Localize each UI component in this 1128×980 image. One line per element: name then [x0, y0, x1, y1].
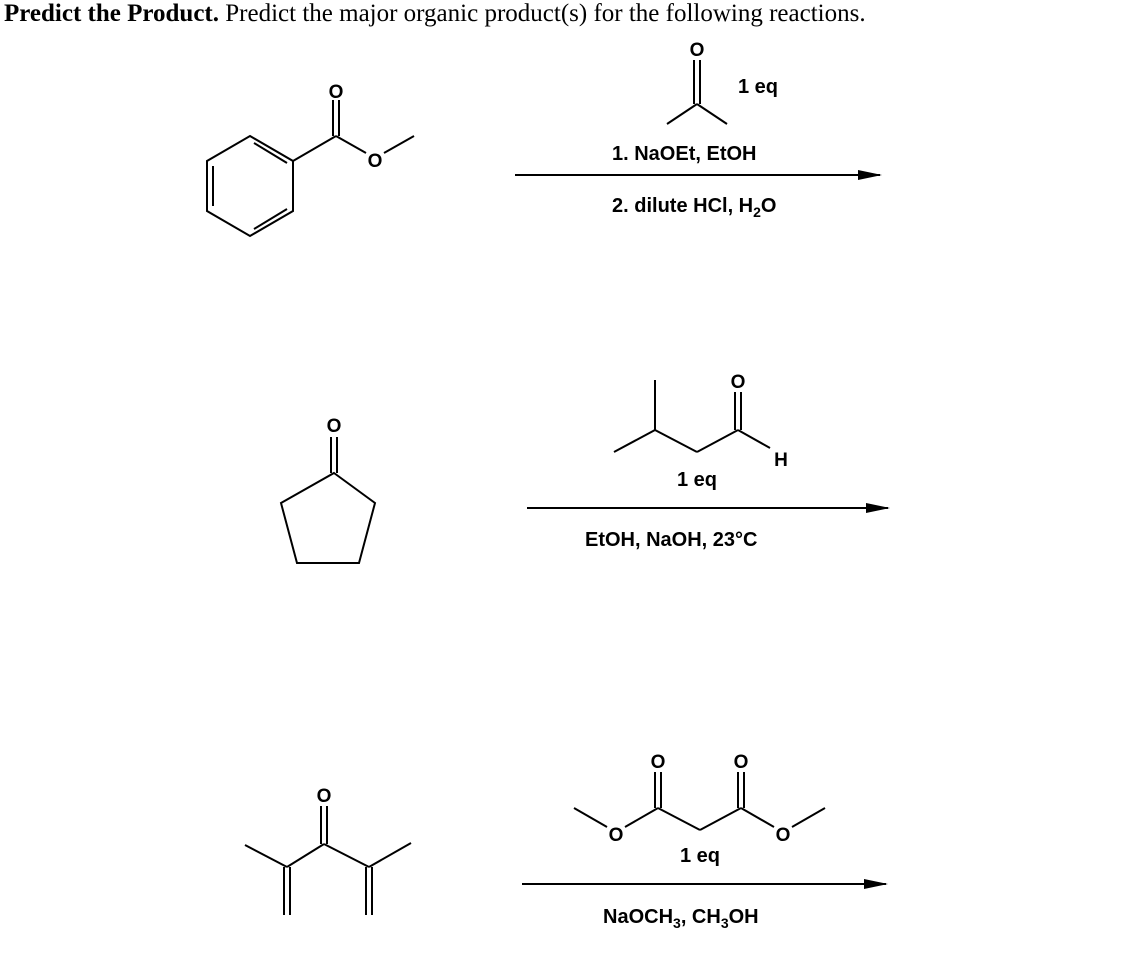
malonate-oxygen-2-label: O [734, 752, 749, 773]
ester-oxygen-label: O [368, 151, 383, 172]
reaction1-step2: 2. dilute HCl, H2O [612, 195, 776, 220]
aldehyde-oxygen-label: O [731, 372, 746, 393]
substrate-cyclopentanone: O [279, 416, 377, 564]
heading-text: Predict the major organic product(s) for… [219, 0, 866, 27]
malonate-ester-oxygen-2-label: O [776, 825, 791, 846]
malonate-oxygen-1-label: O [651, 752, 666, 773]
aldehyde-hydrogen-label: H [774, 450, 788, 471]
cyclopentanone-oxygen-label: O [327, 416, 342, 437]
reagent-3-methylbutanal: O H [613, 372, 788, 471]
substrate-phorone: O [244, 786, 412, 915]
question-heading: Predict the Product. Predict the major o… [4, 0, 866, 28]
malonate-ester-oxygen-1-label: O [609, 825, 624, 846]
heading-bold: Predict the Product. [4, 0, 220, 27]
reaction1-equiv: 1 eq [738, 76, 778, 98]
reagent-acetone: O [666, 40, 728, 125]
reaction1-step1: 1. NaOEt, EtOH [612, 143, 756, 165]
ketone-oxygen-label: O [317, 786, 332, 807]
carbonyl-oxygen-label: O [329, 82, 344, 103]
reaction2-equiv: 1 eq [677, 469, 717, 491]
reaction2-conditions: EtOH, NaOH, 23°C [585, 529, 757, 551]
reagent-dimethyl-malonate: O O O O [573, 752, 826, 846]
reaction3-equiv: 1 eq [680, 845, 720, 867]
substrate-methyl-benzoate: O O [206, 82, 415, 238]
acetone-oxygen-label: O [690, 40, 705, 61]
reaction3-conditions: NaOCH3, CH3OH [603, 906, 759, 931]
